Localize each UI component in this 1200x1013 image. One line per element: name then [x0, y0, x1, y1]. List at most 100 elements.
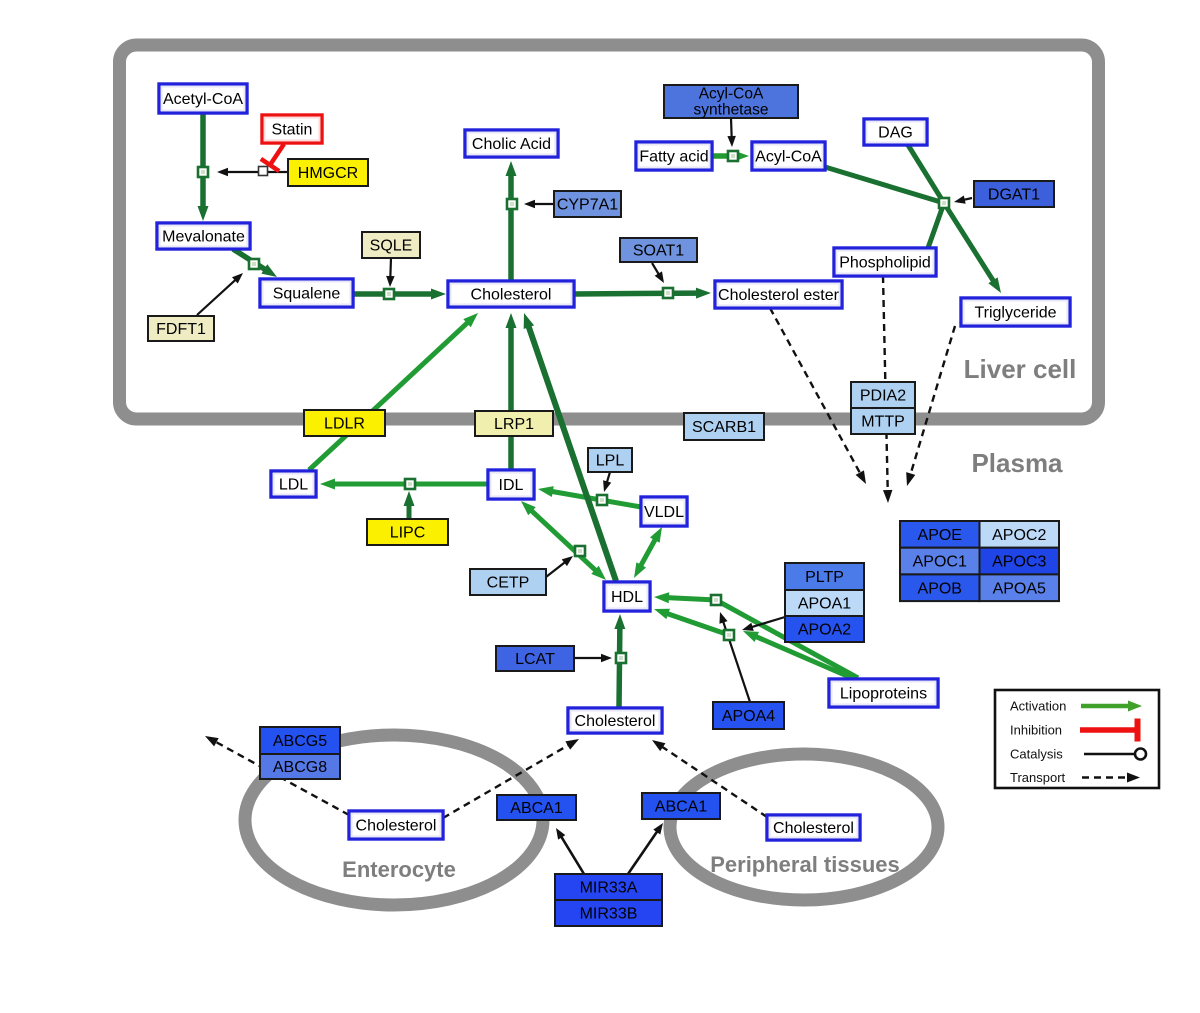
node-apoe[interactable]: APOE: [899, 520, 981, 549]
node-box-fatty-acid[interactable]: [634, 140, 714, 172]
node-hmgcr[interactable]: HMGCR: [287, 158, 369, 187]
node-box-ldl[interactable]: [269, 469, 318, 499]
node-ldlr[interactable]: LDLR: [303, 409, 386, 437]
node-phospholipid[interactable]: Phospholipid: [832, 246, 938, 278]
node-box-apoc1[interactable]: [899, 546, 981, 576]
node-sqle[interactable]: SQLE: [361, 231, 421, 259]
node-box-mir33a[interactable]: [554, 873, 663, 901]
node-box-scarb1[interactable]: [683, 412, 765, 441]
node-apoc3[interactable]: APOC3: [978, 546, 1060, 576]
node-box-soat1[interactable]: [619, 237, 698, 263]
node-mir33a[interactable]: MIR33A: [554, 873, 663, 901]
node-box-lrp1[interactable]: [474, 410, 554, 437]
node-box-apoa4[interactable]: [712, 701, 785, 730]
node-fatty-acid[interactable]: Fatty acid: [634, 140, 714, 172]
node-box-cholesterol-peripheral[interactable]: [765, 813, 862, 842]
node-box-hmgcr[interactable]: [287, 158, 369, 187]
node-squalene[interactable]: Squalene: [258, 277, 355, 309]
node-acyl-coa[interactable]: Acyl-CoA: [750, 140, 827, 172]
node-box-fdft1[interactable]: [147, 315, 215, 342]
node-lipc[interactable]: LIPC: [366, 518, 449, 546]
node-box-sqle[interactable]: [361, 231, 421, 259]
node-lrp1[interactable]: LRP1: [474, 410, 554, 437]
node-box-mttp[interactable]: [850, 407, 916, 435]
node-box-acyl-coa-synthetase[interactable]: [663, 84, 799, 119]
node-box-acetyl-coa[interactable]: [157, 82, 249, 115]
node-cholesterol-plasma[interactable]: Cholesterol: [566, 706, 664, 735]
node-cholesterol-enterocyte[interactable]: Cholesterol: [347, 809, 445, 841]
node-box-pltp[interactable]: [784, 562, 865, 591]
node-ldl[interactable]: LDL: [269, 469, 318, 499]
node-cholic-acid[interactable]: Cholic Acid: [463, 128, 560, 159]
node-cholesterol-peripheral[interactable]: Cholesterol: [765, 813, 862, 842]
node-idl[interactable]: IDL: [486, 468, 536, 501]
node-mir33b[interactable]: MIR33B: [554, 899, 663, 927]
node-box-abca1-peripheral[interactable]: [641, 792, 721, 820]
node-apoc1[interactable]: APOC1: [899, 546, 981, 576]
node-box-apoa5[interactable]: [978, 573, 1060, 603]
node-hdl[interactable]: HDL: [602, 580, 652, 613]
node-lcat[interactable]: LCAT: [495, 645, 575, 672]
node-cholesterol-liver[interactable]: Cholesterol: [446, 279, 576, 309]
node-apob[interactable]: APOB: [899, 573, 981, 603]
node-pdia2[interactable]: PDIA2: [850, 381, 916, 409]
node-abcg5[interactable]: ABCG5: [259, 726, 341, 755]
node-box-cyp7a1[interactable]: [553, 190, 622, 218]
node-statin[interactable]: Statin: [260, 113, 324, 145]
node-box-dag[interactable]: [862, 117, 929, 147]
node-box-abca1-enterocyte[interactable]: [496, 794, 577, 821]
edge-lipc-to-anchor: [403, 491, 415, 520]
node-box-acyl-coa[interactable]: [750, 140, 827, 172]
node-abca1-enterocyte[interactable]: ABCA1: [496, 794, 577, 821]
node-cetp[interactable]: CETP: [469, 568, 547, 596]
node-apoc2[interactable]: APOC2: [978, 520, 1060, 549]
node-box-vldl[interactable]: [639, 495, 689, 528]
node-acetyl-coa[interactable]: Acetyl-CoA: [157, 82, 249, 115]
node-soat1[interactable]: SOAT1: [619, 237, 698, 263]
node-dag[interactable]: DAG: [862, 117, 929, 147]
node-box-triglyceride[interactable]: [959, 296, 1072, 328]
node-box-statin[interactable]: [260, 113, 324, 145]
node-box-dgat1[interactable]: [973, 180, 1055, 208]
node-apoa2[interactable]: APOA2: [784, 615, 865, 643]
node-box-lipoproteins[interactable]: [827, 677, 940, 709]
node-apoa4[interactable]: APOA4: [712, 701, 785, 730]
node-box-pdia2[interactable]: [850, 381, 916, 409]
node-lpl[interactable]: LPL: [587, 447, 633, 473]
node-lipoproteins[interactable]: Lipoproteins: [827, 677, 940, 709]
node-box-lpl[interactable]: [587, 447, 633, 473]
node-mevalonate[interactable]: Mevalonate: [155, 221, 252, 251]
node-box-squalene[interactable]: [258, 277, 355, 309]
node-fdft1[interactable]: FDFT1: [147, 315, 215, 342]
node-box-cetp[interactable]: [469, 568, 547, 596]
node-box-phospholipid[interactable]: [832, 246, 938, 278]
node-scarb1[interactable]: SCARB1: [683, 412, 765, 441]
node-box-lcat[interactable]: [495, 645, 575, 672]
node-box-abcg8[interactable]: [259, 753, 341, 780]
node-cholesterol-ester[interactable]: Cholesterol ester: [713, 279, 844, 310]
node-box-hdl[interactable]: [602, 580, 652, 613]
node-box-cholesterol-enterocyte[interactable]: [347, 809, 445, 841]
node-apoa5[interactable]: APOA5: [978, 573, 1060, 603]
node-box-apoa2[interactable]: [784, 615, 865, 643]
node-box-cholesterol-plasma[interactable]: [566, 706, 664, 735]
node-box-cholesterol-liver[interactable]: [446, 279, 576, 309]
node-box-cholic-acid[interactable]: [463, 128, 560, 159]
node-abcg8[interactable]: ABCG8: [259, 753, 341, 780]
node-box-mir33b[interactable]: [554, 899, 663, 927]
node-vldl[interactable]: VLDL: [639, 495, 689, 528]
node-pltp[interactable]: PLTP: [784, 562, 865, 591]
node-apoa1[interactable]: APOA1: [784, 589, 865, 617]
node-triglyceride[interactable]: Triglyceride: [959, 296, 1072, 328]
node-box-cholesterol-ester[interactable]: [713, 279, 844, 310]
node-mttp[interactable]: MTTP: [850, 407, 916, 435]
node-box-lipc[interactable]: [366, 518, 449, 546]
node-box-mevalonate[interactable]: [155, 221, 252, 251]
node-box-idl[interactable]: [486, 468, 536, 501]
node-abca1-peripheral[interactable]: ABCA1: [641, 792, 721, 820]
node-dgat1[interactable]: DGAT1: [973, 180, 1055, 208]
node-box-ldlr[interactable]: [303, 409, 386, 437]
node-cyp7a1[interactable]: CYP7A1: [553, 190, 622, 218]
node-box-apoa1[interactable]: [784, 589, 865, 617]
